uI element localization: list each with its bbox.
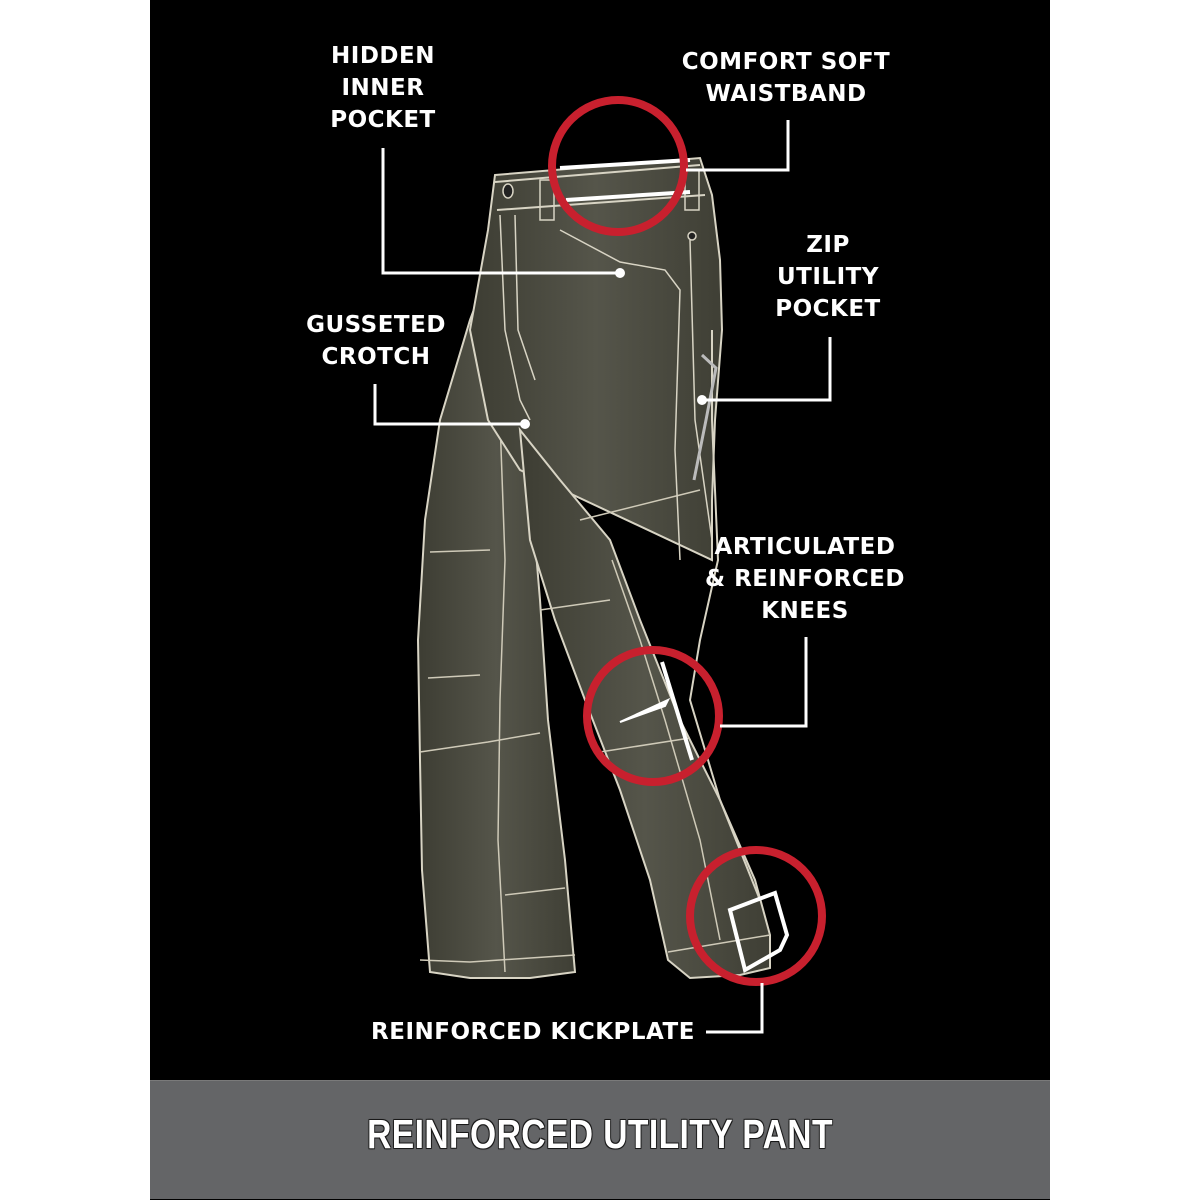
comfort-soft-waistband-connector <box>686 120 790 172</box>
callout-gusseted-crotch: GUSSETED CROTCH <box>296 309 456 373</box>
reinforced-kickplate-connector <box>706 983 764 1034</box>
title-band: REINFORCED UTILITY PANT <box>150 1080 1050 1199</box>
callout-reinforced-kickplate: REINFORCED KICKPLATE <box>368 1016 698 1048</box>
callout-line: WAISTBAND <box>705 81 867 107</box>
callout-zip-utility-pocket: ZIP UTILITY POCKET <box>763 229 893 325</box>
front-leg <box>518 426 771 980</box>
callout-line: INNER <box>341 75 425 101</box>
articulated-knees-connector <box>720 637 808 728</box>
callout-comfort-soft-waistband: COMFORT SOFT WAISTBAND <box>676 46 896 110</box>
callout-line: UTILITY <box>777 264 879 290</box>
callout-line: HIDDEN <box>331 43 435 69</box>
callout-line: POCKET <box>330 107 436 133</box>
kickplate-highlight-circle <box>686 846 826 986</box>
callout-line: GUSSETED <box>306 312 446 338</box>
waistband-highlight-circle <box>548 96 688 236</box>
zip-utility-pocket-connector <box>702 337 832 402</box>
hidden-inner-pocket-connector <box>381 148 620 275</box>
knee-highlight-circle <box>583 646 723 786</box>
callout-line: & REINFORCED <box>705 566 905 592</box>
gusseted-crotch-connector <box>373 384 525 426</box>
callout-line: ZIP <box>806 232 850 258</box>
callout-articulated-reinforced-knees: ARTICULATED & REINFORCED KNEES <box>700 531 910 627</box>
callout-line: CROTCH <box>321 344 431 370</box>
callout-line: COMFORT SOFT <box>681 49 891 75</box>
callout-line: KNEES <box>761 598 849 624</box>
callout-line: ARTICULATED <box>714 534 896 560</box>
callout-hidden-inner-pocket: HIDDEN INNER POCKET <box>318 40 448 136</box>
product-title: REINFORCED UTILITY PANT <box>367 1111 833 1157</box>
callout-line: REINFORCED KICKPLATE <box>371 1019 695 1045</box>
callout-line: POCKET <box>775 296 881 322</box>
